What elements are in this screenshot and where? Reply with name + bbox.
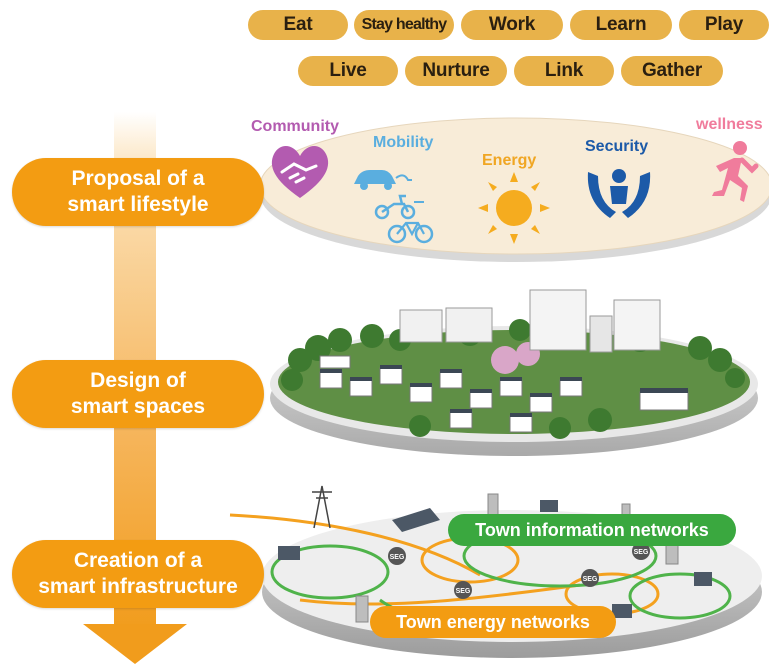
sun-icon [478,172,550,244]
stage-smart-spaces: Design of smart spaces [12,360,264,428]
activity-work: Work [461,10,563,40]
stage-smart-infrastructure: Creation of a smart infrastructure [12,540,264,608]
category-mobility: Mobility [373,134,434,151]
activity-live: Live [298,56,398,86]
person-protected-icon [587,169,651,218]
activity-stay-healthy: Stay healthy [354,10,454,40]
activity-eat: Eat [248,10,348,40]
scooter-icon [374,194,424,220]
stage-smart-lifestyle: Proposal of a smart lifestyle [12,158,264,226]
seg-device-label: SEG [583,576,598,583]
stage-line: smart spaces [70,395,206,418]
category-community: Community [251,118,339,135]
info-network-label: Town information networks [448,514,736,546]
activity-play: Play [679,10,769,40]
progression-arrow-head [83,624,187,664]
category-wellness: wellness [696,116,763,133]
activity-link: Link [514,56,614,86]
stage-line: smart infrastructure [38,575,238,598]
heart-handshake-icon [271,145,329,198]
apartment-buildings [399,289,661,353]
power-tower-icon [312,485,332,529]
seg-device-label: SEG [634,549,649,556]
stage-line: Proposal of a [71,167,205,190]
running-person-icon [712,141,759,202]
seg-device-label: SEG [390,554,405,561]
activity-gather: Gather [621,56,723,86]
activity-learn: Learn [570,10,672,40]
category-security: Security [585,138,649,155]
stage-line: Creation of a [73,549,203,572]
energy-network-label: Town energy networks [370,606,616,638]
houses [319,355,689,433]
seg-device-label: SEG [456,588,471,595]
car-charging-icon [354,170,412,190]
stage-line: smart lifestyle [67,193,209,216]
stage-line: Design of [90,369,186,392]
bicycle-icon [387,221,434,244]
activity-nurture: Nurture [405,56,507,86]
category-energy: Energy [482,152,537,169]
